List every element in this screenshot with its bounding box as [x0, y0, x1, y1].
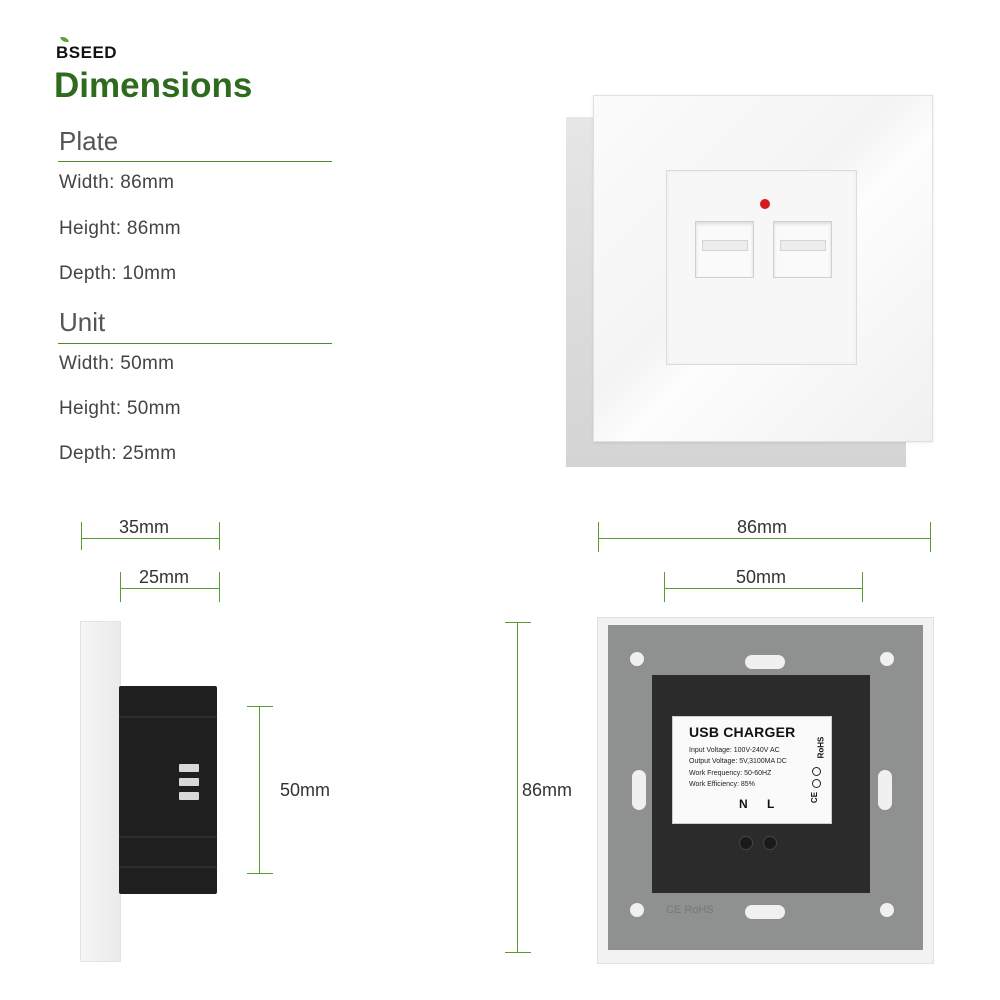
rohs-mark: RoHS: [816, 736, 826, 759]
depth-25-line: [120, 588, 220, 589]
plate-width-label: 86mm: [737, 517, 788, 537]
dim-tick: [862, 572, 863, 602]
plate-width-line: [598, 538, 930, 539]
dim-tick: [505, 622, 531, 623]
plate-height-label: 86mm: [522, 780, 573, 800]
dim-tick: [247, 873, 273, 874]
plate-depth: Depth: 10mm: [59, 263, 177, 284]
unit-depth: Depth: 25mm: [59, 443, 177, 464]
screw-hole-icon: [880, 903, 894, 917]
unit-divider: [58, 343, 332, 344]
dim-tick: [930, 522, 931, 552]
charger-label-title: USB CHARGER: [689, 724, 796, 740]
mounting-slot-icon: [745, 905, 785, 919]
dim-tick: [219, 522, 220, 550]
brand-name: BSEED: [56, 43, 118, 62]
unit-heading: Unit: [59, 307, 106, 337]
unit-width-label: 50mm: [736, 567, 787, 587]
dim-tick: [247, 706, 273, 707]
input-voltage-text: Input Voltage: 100V-240V AC: [689, 747, 780, 754]
mounting-slot-icon: [745, 655, 785, 669]
terminal-letters: N L: [739, 797, 783, 811]
unit-height-line: [259, 706, 260, 874]
usb-port-icon: [695, 221, 754, 278]
frame-cert-mark: CE RoHS: [666, 904, 714, 916]
plate-divider: [58, 161, 332, 162]
side-unit-image: [119, 686, 217, 894]
unit-height-label: 50mm: [280, 780, 331, 800]
terminal-screw-icon: [763, 836, 777, 850]
unit-width: Width: 50mm: [59, 353, 175, 374]
work-frequency-text: Work Frequency: 50-60HZ: [689, 770, 772, 777]
plate-width: Width: 86mm: [59, 172, 175, 193]
screw-hole-icon: [630, 652, 644, 666]
plate-heading: Plate: [59, 126, 119, 156]
page-title: Dimensions: [54, 66, 253, 105]
certification-icon: [812, 779, 821, 788]
charger-spec-label: USB CHARGER Input Voltage: 100V-240V AC …: [672, 716, 832, 824]
screw-hole-icon: [880, 652, 894, 666]
dim-tick: [598, 522, 599, 552]
terminal-screw-icon: [739, 836, 753, 850]
dim-tick: [120, 572, 121, 602]
plate-height: Height: 86mm: [59, 218, 181, 239]
work-efficiency-text: Work Efficiency: 85%: [689, 781, 755, 788]
unit-width-line: [664, 588, 862, 589]
dim-tick: [219, 572, 220, 602]
output-voltage-text: Output Voltage: 5V,3100MA DC: [689, 758, 787, 765]
unit-height: Height: 50mm: [59, 398, 181, 419]
usb-port-icon: [773, 221, 832, 278]
screw-hole-icon: [630, 903, 644, 917]
dim-tick: [81, 522, 82, 550]
ce-mark: CE: [810, 791, 820, 804]
mounting-slot-icon: [878, 770, 892, 810]
certification-icon: [812, 767, 821, 776]
mounting-slot-icon: [632, 770, 646, 810]
depth-35-label: 35mm: [119, 517, 170, 537]
indicator-led-icon: [760, 199, 770, 209]
plate-height-line: [517, 622, 518, 953]
depth-35-line: [81, 538, 220, 539]
depth-25-label: 25mm: [139, 567, 190, 587]
brand-logo: BSEED: [56, 35, 118, 63]
dim-tick: [664, 572, 665, 602]
side-plate-image: [80, 621, 121, 962]
dim-tick: [505, 952, 531, 953]
